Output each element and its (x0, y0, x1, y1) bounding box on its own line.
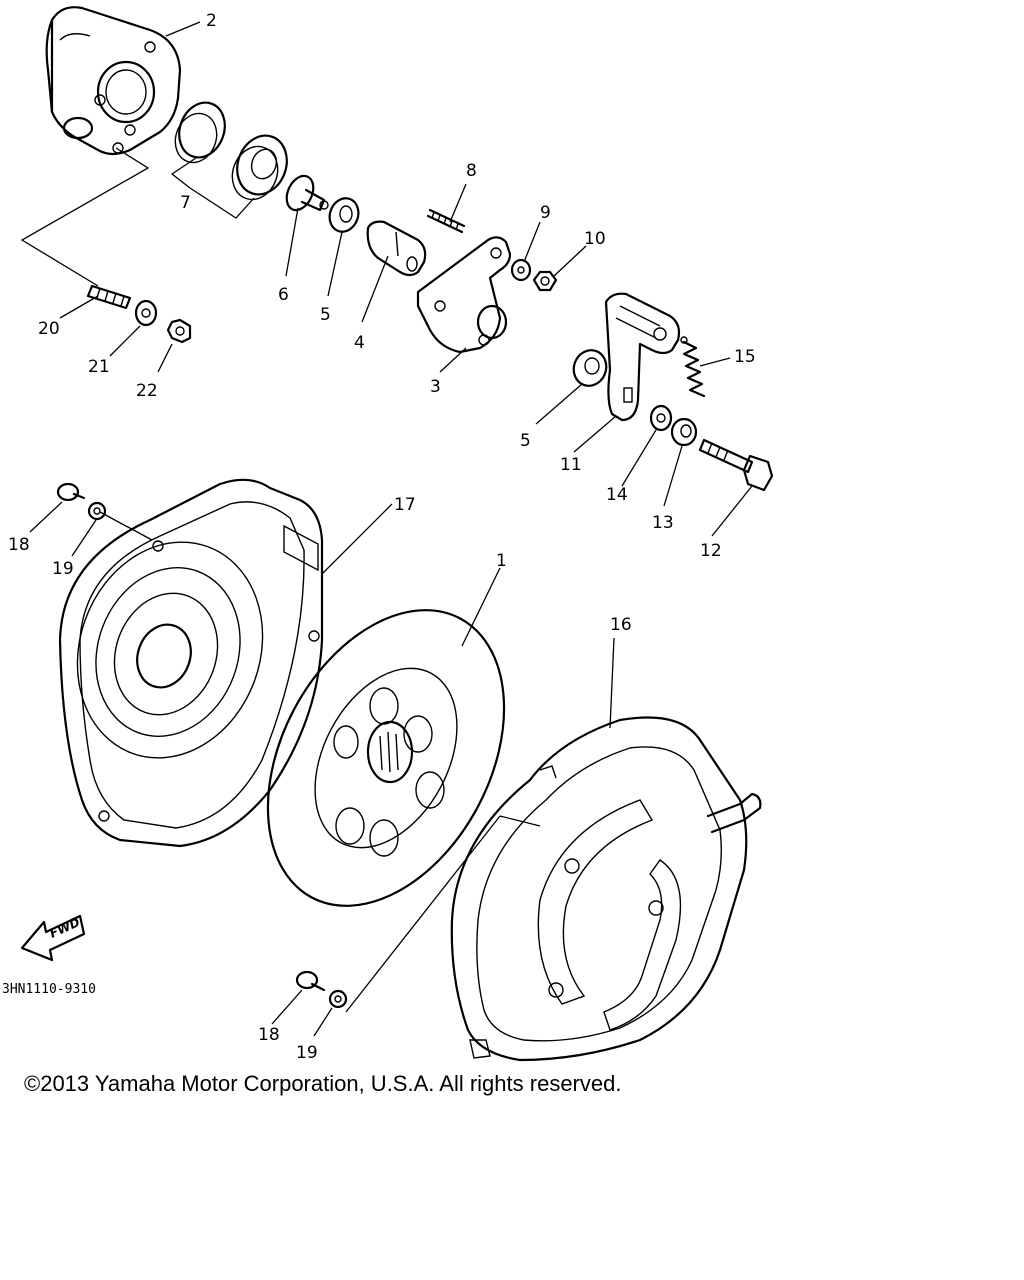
part-nut-10 (532, 270, 558, 292)
callout-19-lower: 19 (296, 1043, 318, 1063)
callout-11: 11 (560, 455, 582, 475)
callout-17: 17 (394, 495, 416, 515)
forward-arrow-icon: FWD (20, 914, 86, 962)
callout-20: 20 (38, 319, 60, 339)
part-washer-9 (510, 258, 532, 282)
part-back-plate (450, 716, 762, 1062)
callout-1: 1 (496, 551, 507, 571)
part-spring (680, 336, 706, 398)
callout-14: 14 (606, 485, 628, 505)
part-bearing-lower (572, 349, 608, 387)
callout-7: 7 (180, 193, 191, 213)
callout-12: 12 (700, 541, 722, 561)
callout-8: 8 (466, 161, 477, 181)
part-washer-14 (649, 404, 673, 432)
drawing-code: 3HN1110-9310 (2, 982, 96, 997)
callout-3: 3 (430, 377, 441, 397)
callout-21: 21 (88, 357, 110, 377)
part-nut-22 (166, 318, 192, 344)
callout-18-lower: 18 (258, 1025, 280, 1045)
callout-15: 15 (734, 347, 756, 367)
callout-22: 22 (136, 381, 158, 401)
part-bracket (416, 236, 512, 354)
callout-4: 4 (354, 333, 365, 353)
callout-10: 10 (584, 229, 606, 249)
part-stud-20 (86, 284, 132, 310)
part-brake-disc (266, 609, 506, 907)
callout-9: 9 (540, 203, 551, 223)
part-bolt-12 (698, 438, 774, 492)
part-screw-18-upper (56, 482, 86, 502)
part-washer-19-upper (87, 501, 107, 521)
callout-18-upper: 18 (8, 535, 30, 555)
callout-19-upper: 19 (52, 559, 74, 579)
part-cam-shaft (366, 220, 427, 277)
callout-16: 16 (610, 615, 632, 635)
part-plunger (285, 174, 329, 212)
assembly-lines (20, 147, 541, 1013)
copyright-notice: ©2013 Yamaha Motor Corporation, U.S.A. A… (24, 1071, 622, 1096)
part-piston-set (174, 101, 288, 201)
part-bearing-upper (328, 197, 360, 233)
leader-lines (29, 21, 753, 1037)
callout-6: 6 (278, 285, 289, 305)
callout-labels: 2 7 6 5 4 8 9 10 3 20 21 22 15 5 11 14 1… (8, 11, 756, 1063)
part-washer-19-lower (328, 989, 348, 1009)
callout-5-upper: 5 (320, 305, 331, 325)
part-washer-21 (134, 299, 158, 327)
part-screw-18-lower (295, 970, 326, 992)
part-collar-13 (670, 417, 698, 447)
callout-5-lower: 5 (520, 431, 531, 451)
callout-13: 13 (652, 513, 674, 533)
part-stud (426, 208, 466, 234)
part-caliper-housing (45, 6, 182, 156)
part-lever-arm (604, 292, 681, 422)
callout-2: 2 (206, 11, 217, 31)
part-brake-cover (58, 478, 324, 848)
